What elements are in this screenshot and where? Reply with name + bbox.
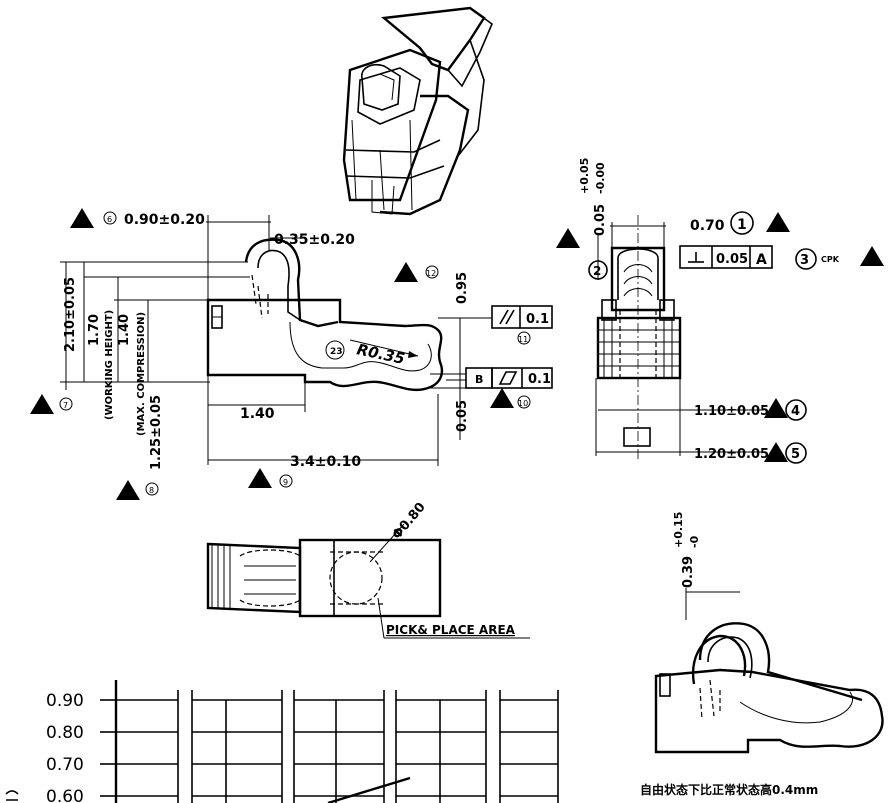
marker-2: 2: [593, 264, 601, 278]
dim-095: 0.95: [455, 272, 470, 304]
side-view-dimensions: [60, 215, 492, 466]
dim-140v-note: (MAX. COMPRESSION): [136, 312, 147, 436]
perp-value: 0.05: [716, 252, 748, 267]
marker-circles: [59, 211, 817, 496]
dim-039: 0.39: [681, 556, 696, 588]
free-state-note: 自由状态下比正常状态高0.4mm: [640, 782, 818, 797]
isometric-view: [342, 6, 493, 216]
marker-7: 7: [63, 401, 68, 410]
marker-23-circle: [325, 340, 345, 360]
top-view: [206, 523, 530, 639]
dim-210: 2.10±0.05: [63, 277, 78, 352]
parallel-value: 0.1: [526, 312, 549, 327]
perp-datum: A: [756, 252, 767, 268]
dim-phi080: Φ0.80: [390, 500, 429, 543]
dim-090: 0.90±0.20: [124, 212, 205, 228]
axis-label-fragment: [5, 790, 19, 801]
dim-005tol-sub: -0.00: [594, 162, 607, 194]
chart-curve: [327, 776, 411, 803]
dim-140v: 1.40: [117, 314, 132, 346]
marker-8: 8: [149, 486, 154, 495]
flatness-value: 0.1: [528, 372, 551, 387]
dim-170-note: (WORKING HEIGHT): [104, 310, 115, 420]
free-state-view: [654, 588, 884, 754]
y-tick-2: 0.70: [46, 755, 84, 775]
marker-12: 12: [426, 269, 436, 278]
dim-039-sup: +0.15: [672, 512, 685, 548]
marker-4: 4: [791, 404, 800, 419]
marker-23: 23: [330, 347, 343, 357]
tolerance-frame-perpendicular: [679, 245, 773, 269]
chart-grid: [5, 680, 559, 803]
marker-1: 1: [737, 217, 747, 233]
side-view: [206, 238, 444, 392]
marker-6: 6: [107, 215, 112, 224]
marker-11: 11: [518, 335, 528, 344]
y-tick-0: 0.90: [46, 691, 84, 711]
dim-039-sub: -0: [688, 535, 701, 548]
marker-5: 5: [791, 447, 800, 462]
dim-340: 3.4±0.10: [290, 454, 361, 470]
dim-005tol-sup: +0.05: [578, 158, 591, 194]
dim-120: 1.20±0.05: [694, 447, 769, 462]
marker-9: 9: [283, 478, 288, 487]
pick-place-label: PICK& PLACE AREA: [386, 623, 516, 637]
dim-125: 1.25±0.05: [149, 395, 164, 470]
flatness-datum: B: [475, 373, 483, 386]
marker-10: 10: [518, 399, 528, 408]
dim-035: 0.35±0.20: [274, 232, 355, 248]
dim-140h: 1.40: [240, 406, 275, 422]
tolerance-frame-flatness: [465, 367, 553, 389]
inspection-triangles: [30, 208, 884, 500]
tolerance-frame-parallel: [491, 305, 553, 329]
dim-005v: 0.05: [455, 400, 470, 432]
cpk-label: CPK: [821, 255, 840, 264]
y-tick-1: 0.80: [46, 723, 84, 743]
front-view: [595, 215, 764, 460]
dim-070: 0.70: [690, 218, 725, 234]
dim-170: 1.70: [87, 314, 102, 346]
y-tick-3: 0.60: [46, 787, 84, 803]
marker-3: 3: [800, 253, 809, 268]
dim-005tol: 0.05: [593, 204, 608, 236]
text-labels: 0.90±0.20 0.35±0.20 2.10±0.05 1.70 (WORK…: [46, 158, 840, 803]
radius-label: R0.35: [355, 340, 406, 368]
dim-110: 1.10±0.05: [694, 404, 769, 419]
